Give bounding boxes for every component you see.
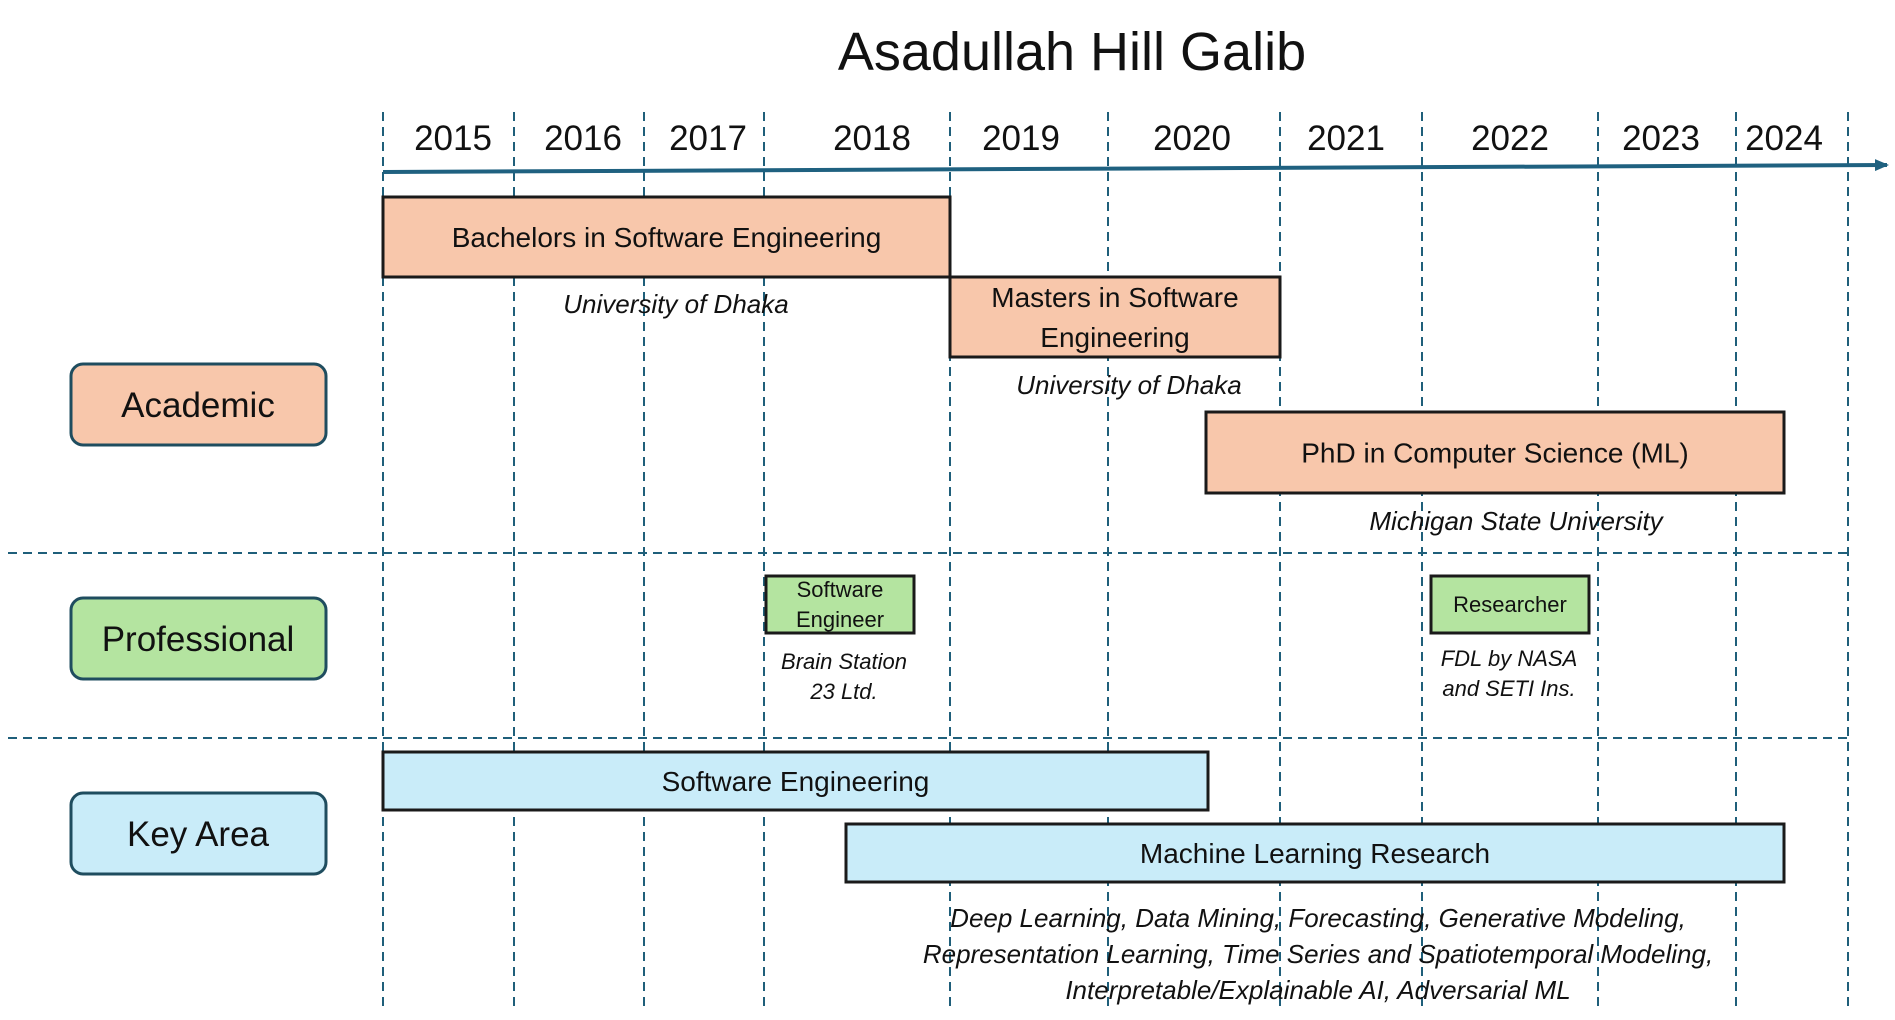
bar-bachelors-label: Bachelors in Software Engineering [452, 222, 882, 253]
bar-bachelors-box [381, 195, 952, 279]
caption-researcher-org: FDL by NASA and SETI Ins. [1441, 646, 1578, 701]
bar-ml-research-box [844, 822, 1786, 884]
caption-software-engineer-org-line: 23 Ltd. [809, 679, 877, 704]
bar-phd-label: PhD in Computer Science (ML) [1301, 437, 1688, 468]
bar-software-engineering-box [381, 750, 1210, 812]
caption-bachelors-institution: University of Dhaka [563, 289, 788, 319]
bar-masters-box [948, 275, 1282, 359]
year-label: 2017 [669, 119, 747, 158]
category-academic-label: Academic [121, 386, 275, 425]
bar-bachelors: Bachelors in Software Engineering [381, 195, 952, 279]
caption-ml-research-details-line: Interpretable/Explainable AI, Adversaria… [1065, 975, 1570, 1005]
year-label: 2018 [833, 119, 911, 158]
bar-researcher-box [1429, 574, 1591, 635]
category-professional-label: Professional [102, 620, 295, 659]
caption-researcher-org-line: FDL by NASA [1441, 646, 1578, 671]
bar-ml-research-label: Machine Learning Research [1140, 838, 1490, 869]
bar-masters-label: Engineering [1040, 322, 1189, 353]
caption-masters-institution: University of Dhaka [1016, 370, 1241, 400]
bar-researcher: Researcher [1429, 574, 1591, 635]
category-key-area: Key Area [69, 791, 328, 876]
timeline-axis-arrow [382, 159, 1889, 174]
category-key-area-label: Key Area [127, 815, 270, 854]
bar-researcher-label: Researcher [1453, 592, 1567, 617]
category-professional: Professional [69, 596, 328, 681]
bar-software-engineering-label: Software Engineering [662, 766, 930, 797]
caption-masters-institution-line: University of Dhaka [1016, 370, 1241, 400]
year-label: 2016 [544, 119, 622, 158]
bar-software-engineer-box [764, 574, 916, 635]
timeline-bars: Bachelors in Software EngineeringUnivers… [381, 195, 1786, 1005]
year-label: 2021 [1307, 119, 1385, 158]
bar-phd: PhD in Computer Science (ML) [1204, 410, 1786, 495]
category-academic: Academic [69, 362, 328, 447]
bar-software-engineer-label: Engineer [796, 607, 884, 632]
caption-researcher-org-line: and SETI Ins. [1442, 676, 1575, 701]
bar-masters-label: Masters in Software [991, 282, 1238, 313]
year-label: 2023 [1622, 119, 1700, 158]
bar-software-engineering: Software Engineering [381, 750, 1210, 812]
year-label: 2024 [1745, 119, 1823, 158]
caption-phd-institution: Michigan State University [1369, 506, 1664, 536]
year-label: 2020 [1153, 119, 1231, 158]
caption-bachelors-institution-line: University of Dhaka [563, 289, 788, 319]
bar-ml-research: Machine Learning Research [844, 822, 1786, 884]
year-label: 2015 [414, 119, 492, 158]
year-label: 2022 [1471, 119, 1549, 158]
diagram-title: Asadullah Hill Galib [838, 22, 1306, 82]
year-labels: 2015 2016 2017 2018 2019 2020 2021 2022 2023 2024 [414, 119, 1823, 158]
caption-phd-institution-line: Michigan State University [1369, 506, 1664, 536]
caption-software-engineer-org-line: Brain Station [781, 649, 907, 674]
caption-ml-research-details: Deep Learning, Data Mining, Forecasting,… [923, 903, 1713, 1005]
year-label: 2019 [982, 119, 1060, 158]
bar-software-engineer-label: Software [797, 577, 884, 602]
caption-software-engineer-org: Brain Station 23 Ltd. [781, 649, 907, 704]
caption-ml-research-details-line: Representation Learning, Time Series and… [923, 939, 1713, 969]
bar-phd-box [1204, 410, 1786, 495]
caption-ml-research-details-line: Deep Learning, Data Mining, Forecasting,… [950, 903, 1686, 933]
